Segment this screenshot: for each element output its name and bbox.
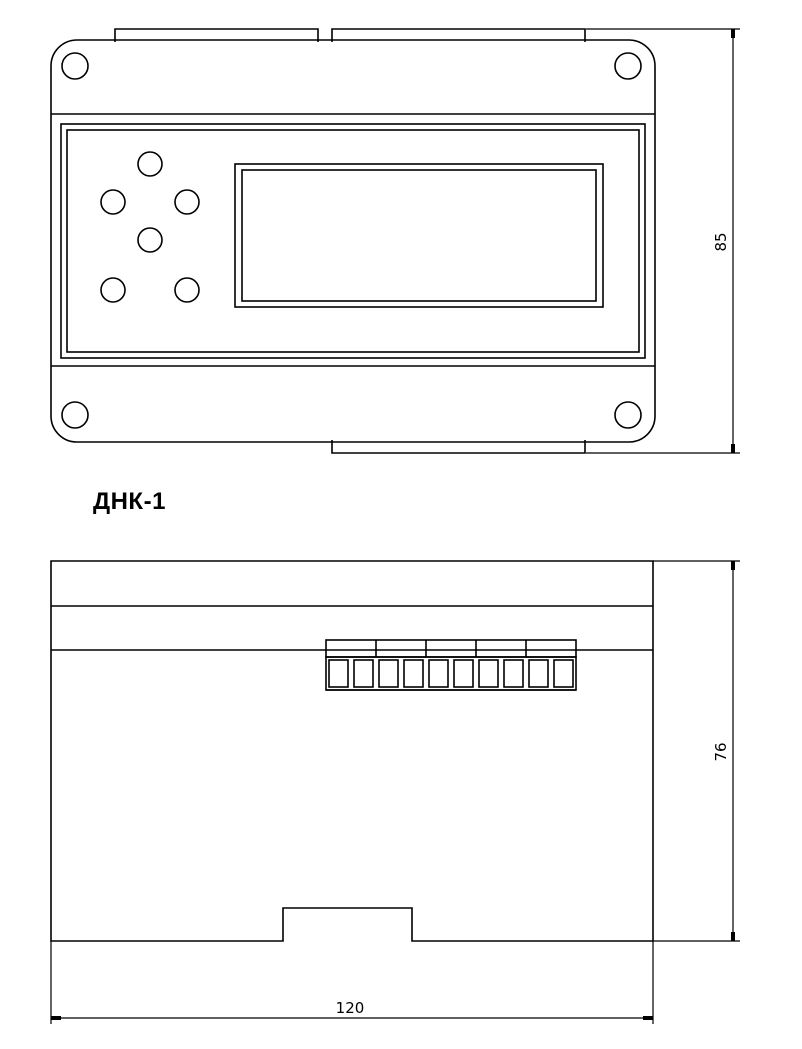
button-lower-left	[100, 277, 126, 303]
side-view: 76 120	[50, 560, 740, 1024]
terminal-slots	[328, 659, 574, 688]
terminal-slot	[528, 659, 549, 688]
display-window-outer	[234, 163, 604, 308]
corner-hole-br	[614, 401, 642, 429]
terminal-slot	[353, 659, 374, 688]
dim-label-76: 76	[712, 742, 730, 761]
front-panel-inner	[66, 129, 640, 353]
terminal-slot	[503, 659, 524, 688]
display-window-inner	[241, 169, 597, 302]
button-left	[100, 189, 126, 215]
corner-hole-tr	[614, 52, 642, 80]
dim-tick-left	[51, 1016, 61, 1020]
top-tab-right	[331, 28, 586, 42]
front-panel-outer	[60, 123, 646, 359]
dim-label-120: 120	[336, 999, 365, 1017]
dim-tick-right	[643, 1016, 653, 1020]
button-lower-right	[174, 277, 200, 303]
terminal-strip-body	[325, 656, 577, 691]
button-up	[137, 151, 163, 177]
dim-tick-side-bottom	[731, 932, 735, 941]
corner-hole-bl	[61, 401, 89, 429]
terminal-slot	[478, 659, 499, 688]
side-body-outline	[50, 560, 654, 942]
corner-hole-tl	[61, 52, 89, 80]
button-right	[174, 189, 200, 215]
device-label: ДНК-1	[93, 488, 166, 515]
terminal-slot	[428, 659, 449, 688]
top-tab-left	[114, 28, 319, 42]
bottom-tab	[331, 440, 586, 454]
terminal-slot	[328, 659, 349, 688]
dim-label-85: 85	[712, 232, 730, 251]
housing-outline	[50, 39, 656, 443]
dim-tick-bottom	[731, 444, 735, 453]
terminal-slot	[403, 659, 424, 688]
terminal-slot	[453, 659, 474, 688]
button-down	[137, 227, 163, 253]
terminal-slot	[553, 659, 574, 688]
dim-tick-top	[731, 29, 735, 38]
terminal-slot	[378, 659, 399, 688]
dim-tick-side-top	[731, 561, 735, 570]
terminal-strip-header	[325, 639, 577, 658]
front-view: 85	[50, 28, 740, 454]
